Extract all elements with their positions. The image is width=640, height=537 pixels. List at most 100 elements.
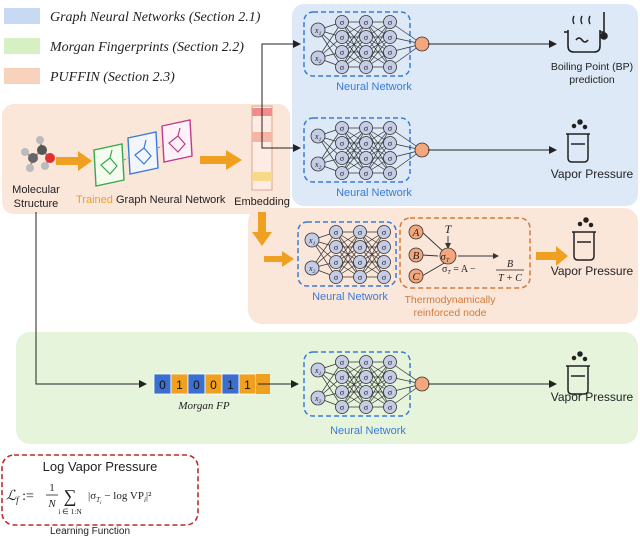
hidden-node [377,255,391,269]
hidden-node [335,121,349,135]
sigma-label: σ [358,228,363,237]
hidden-node [359,60,373,74]
loss-box [1,454,199,526]
puffin-panel [248,208,638,324]
arrow-to-gnn [56,151,92,171]
hidden-node [377,270,391,284]
sigma-label: σ [382,258,387,267]
sigma-label: σ [364,18,369,27]
thermo-label-2: reinforced node [414,307,487,319]
input-node-label: x2 [314,160,322,171]
loss-sum: ∑ [64,486,77,506]
sigma-label: σ [334,243,339,252]
hidden-node [335,355,349,369]
hidden-node [377,240,391,254]
trained-label: Trained [76,194,113,206]
thermo-frac-num: B [507,259,513,270]
node-C [408,268,424,284]
gnn-label: Graph Neural Network [116,194,226,206]
output-node [414,376,430,392]
molecule-icon [21,136,55,172]
morgan-bit-value: 1 [176,378,183,392]
legend-gnn-text: Graph Neural Networks (Section 2.1) [50,10,261,25]
sigma-label: σ [340,124,345,133]
hidden-node [359,45,373,59]
hidden-node [329,270,343,284]
hidden-node [359,385,373,399]
hidden-node [383,30,397,44]
input-node [310,362,326,378]
hidden-node [329,225,343,239]
sigma-label: σ [340,169,345,178]
thermo-nodes [408,224,499,284]
thermo-C: C [412,271,420,283]
sigma-label: σ [364,154,369,163]
output-node [414,36,430,52]
input-node [310,22,326,38]
node-A [408,224,424,240]
nn2-label: Neural Network [336,187,412,199]
hidden-node [335,370,349,384]
hidden-node [335,385,349,399]
sigma-label: σ [388,358,393,367]
sigma-label: σ [364,139,369,148]
input-node-label: x1 [314,26,322,37]
thermo-B: B [413,250,420,262]
hidden-node [383,355,397,369]
thermo-label-1: Thermodynamically [404,294,496,306]
hidden-node [383,121,397,135]
node-B [408,247,424,263]
hidden-node [359,166,373,180]
thermo-T: T [445,222,453,236]
sigma-label: σ [340,139,345,148]
hidden-node [359,400,373,414]
sigma-label: σ [388,124,393,133]
sigma-label: σ [364,33,369,42]
hidden-node [377,225,391,239]
hidden-node [359,355,373,369]
beaker-icon-2 [572,217,596,261]
nn3-label: Neural Network [312,291,388,303]
branch-morgan [35,212,147,388]
legend: Graph Neural Networks (Section 2.1) Morg… [4,8,261,85]
input-node-label: x1 [314,132,322,143]
input-node [310,50,326,66]
sigma-label: σ [340,373,345,382]
node-sigma-T [439,247,457,265]
sigma-label: σ [382,228,387,237]
branch-bp [261,40,301,149]
morgan-label: Morgan FP [177,400,230,412]
vp2-label: Vapor Pressure [551,264,634,278]
sigma-label: σ [364,388,369,397]
molecule-label-1: Molecular [12,184,60,196]
sigma-label: σ [388,48,393,57]
hidden-node [383,45,397,59]
hidden-node [383,385,397,399]
morgan-bit-value: 0 [159,378,166,392]
input-node [310,128,326,144]
arrow-to-puffin-right [264,251,294,267]
hidden-node [353,225,367,239]
hidden-node [383,151,397,165]
input-node [304,232,320,248]
legend-gnn-swatch [4,8,40,24]
input-node-label: x2 [314,394,322,405]
sigma-label: σ [388,373,393,382]
sigma-label: σ [340,48,345,57]
hidden-node [335,400,349,414]
morgan-bit-value: 0 [210,378,217,392]
hidden-node [383,136,397,150]
arrow-to-embedding [200,150,242,170]
hidden-node [383,400,397,414]
hidden-node [335,166,349,180]
sigma-label: σ [364,358,369,367]
input-node-label: x2 [308,264,316,275]
legend-morgan-swatch [4,38,40,54]
loss-sum-range: i ∈ 1:N [58,507,82,516]
thermo-equation: σT = A − [442,264,476,276]
hidden-node [335,15,349,29]
sigma-label: σ [364,169,369,178]
sigma-label: σ [358,243,363,252]
